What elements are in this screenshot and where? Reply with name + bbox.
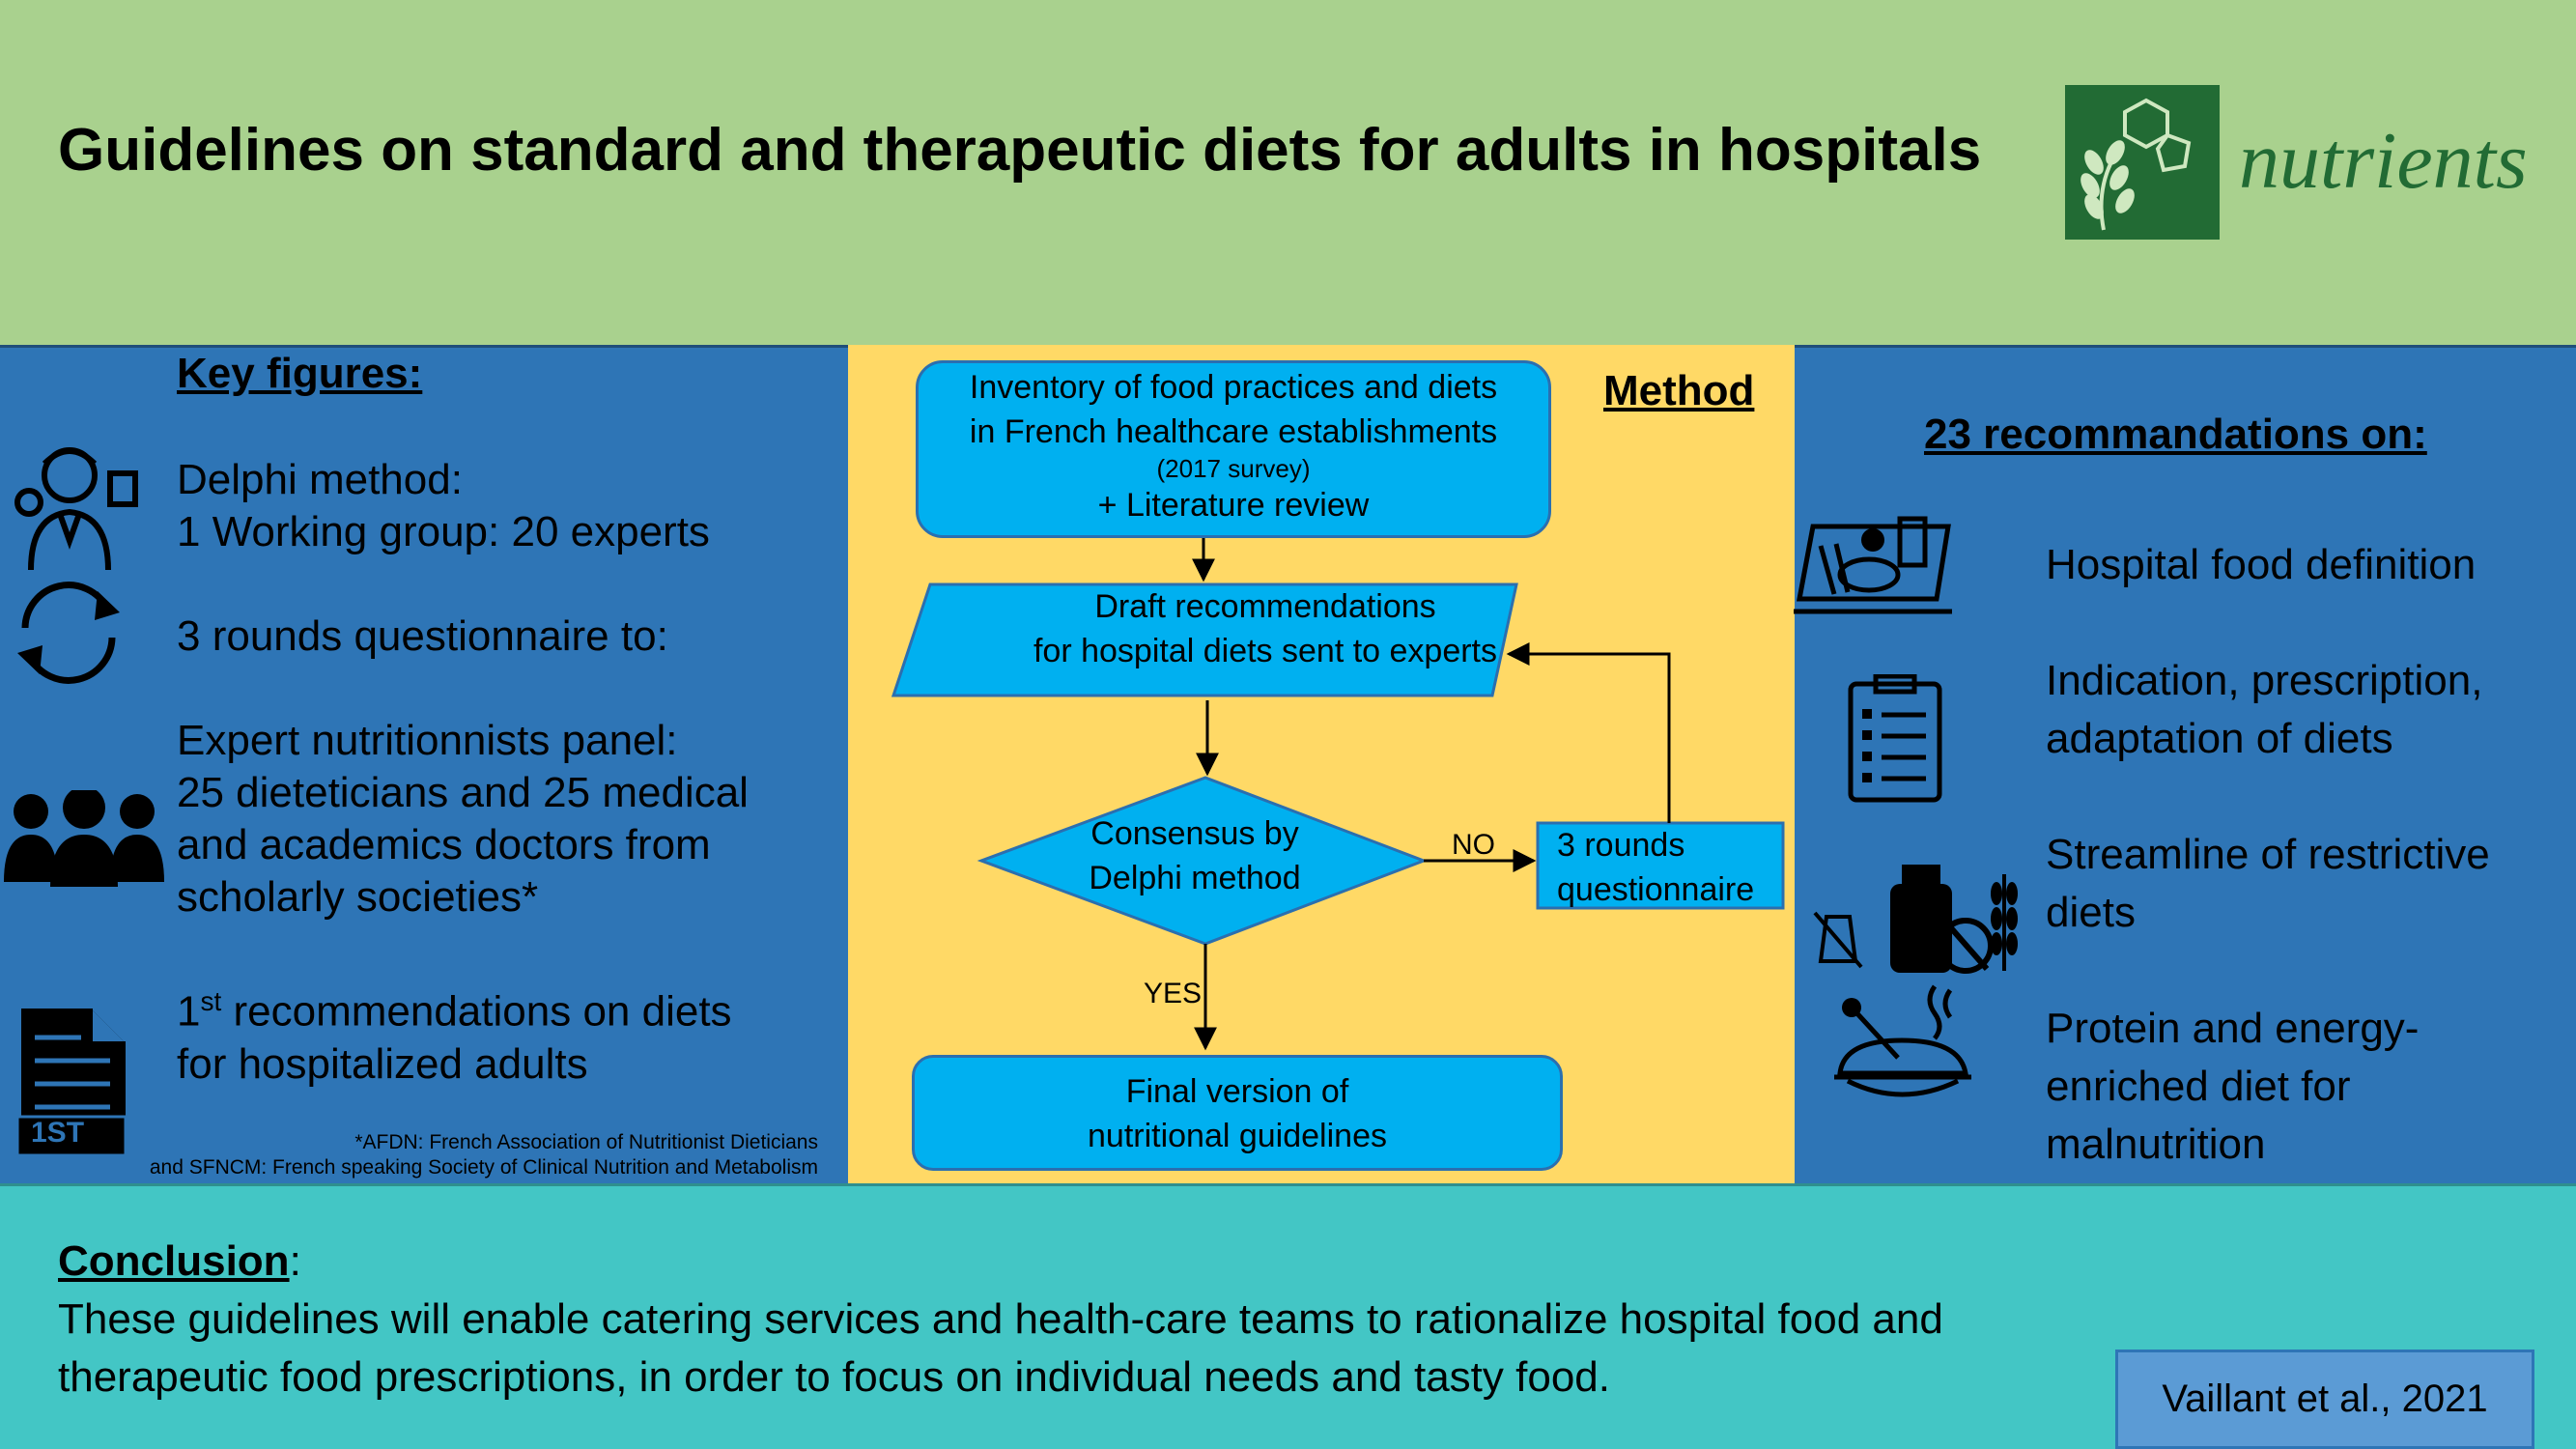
- consensus-text: Consensus by Delphi method: [1089, 815, 1301, 896]
- footnote: *AFDN: French Association of Nutritionis…: [149, 1131, 818, 1179]
- conclusion-body: These guidelines will enable catering se…: [58, 1295, 1943, 1401]
- item-hospital-food: Hospital food definition: [2046, 541, 2477, 588]
- final-version-box: Final version of nutritional guidelines: [912, 1055, 1563, 1171]
- journal-logo-text: nutrients: [2239, 116, 2528, 206]
- draft-parallelogram: [891, 582, 1518, 697]
- rounds-questionnaire-text: 3 rounds questionnaire: [1557, 827, 1755, 908]
- journal-logo-icon: [2065, 85, 2220, 240]
- method-heading: Method: [1603, 367, 1755, 414]
- enriched-dish-icon: [1830, 980, 1975, 1116]
- checklist-icon: [1847, 673, 1943, 809]
- first-badge: 1ST: [31, 1117, 85, 1149]
- item-restrictive-diets: Streamline of restrictive diets: [2046, 831, 2490, 936]
- expert-person-icon: [10, 435, 140, 575]
- expert-panel-text: Expert nutritionnists panel: 25 dietetic…: [177, 717, 749, 921]
- key-figures-heading: Key figures:: [177, 350, 423, 397]
- yes-label: YES: [1144, 978, 1203, 1009]
- rounds-text: 3 rounds questionnaire to:: [177, 612, 668, 660]
- group-people-icon: [2, 786, 166, 892]
- restrictive-diet-icon: [1811, 855, 2024, 980]
- draft-text: Draft recommendations for hospital diets…: [1033, 588, 1498, 669]
- no-label: NO: [1452, 829, 1495, 861]
- recommendations-heading: 23 recommandations on:: [1924, 411, 2427, 458]
- document-1st-icon: [14, 1005, 129, 1164]
- rounds-box: [1536, 821, 1785, 910]
- inventory-box: Inventory of food practices and diets in…: [916, 360, 1551, 538]
- flowchart-connectors: [891, 538, 1785, 1051]
- item-protein-energy: Protein and energy- enriched diet for ma…: [2046, 1005, 2420, 1168]
- food-tray-icon: [1792, 507, 1956, 623]
- first-recommendations-text: 1st recommendations on diets for hospita…: [177, 986, 732, 1088]
- item-indication: Indication, prescription, adaptation of …: [2046, 657, 2483, 762]
- conclusion-heading: Conclusion:: [58, 1237, 301, 1285]
- citation-box: Vaillant et al., 2021: [2115, 1350, 2534, 1449]
- page-title: Guidelines on standard and therapeutic d…: [58, 117, 1982, 184]
- refresh-cycle-icon: [6, 570, 131, 700]
- delphi-method-text: Delphi method: 1 Working group: 20 exper…: [177, 456, 710, 555]
- key-figures-panel: [0, 345, 848, 1183]
